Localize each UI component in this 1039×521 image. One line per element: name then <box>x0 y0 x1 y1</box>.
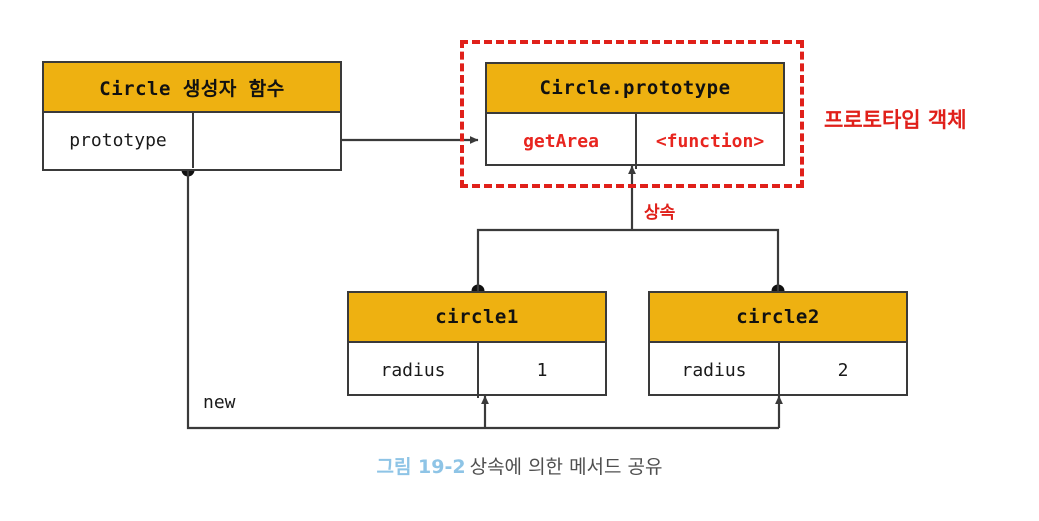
prototype-object-box[interactable]: Circle.prototype getArea <function> <box>485 62 785 169</box>
constructor-prototype-key: prototype <box>69 130 167 151</box>
new-operator-label: new <box>203 392 236 413</box>
figure-caption-text: 상속에 의한 메서드 공유 <box>469 456 663 478</box>
prototype-object-label: 프로토타입 객체 <box>824 108 967 132</box>
inheritance-label: 상속 <box>644 203 676 223</box>
circle2-radius-key: radius <box>681 360 747 381</box>
constructor-function-box[interactable]: Circle 생성자 함수 prototype <box>42 61 342 171</box>
circle1-radius-key: radius <box>380 360 446 381</box>
circle1-box-title: circle1 <box>349 293 605 343</box>
constructor-box-title: Circle 생성자 함수 <box>44 63 340 113</box>
table-row: prototype <box>44 113 340 168</box>
circle2-box-title: circle2 <box>650 293 906 343</box>
constructor-prototype-value <box>192 113 340 168</box>
prototype-getarea-key: getArea <box>523 131 599 152</box>
table-row: getArea <function> <box>487 114 783 169</box>
figure-number: 그림 19-2 <box>376 456 466 478</box>
table-row: radius 1 <box>349 343 605 398</box>
table-row: radius 2 <box>650 343 906 398</box>
prototype-box-title: Circle.prototype <box>487 64 783 114</box>
circle2-radius-value: 2 <box>778 343 906 398</box>
circle1-radius-value: 1 <box>477 343 605 398</box>
prototype-getarea-value: <function> <box>635 114 783 169</box>
prototype-object-region <box>460 40 804 188</box>
circle1-box[interactable]: circle1 radius 1 <box>347 291 607 398</box>
circle2-box[interactable]: circle2 radius 2 <box>648 291 908 398</box>
